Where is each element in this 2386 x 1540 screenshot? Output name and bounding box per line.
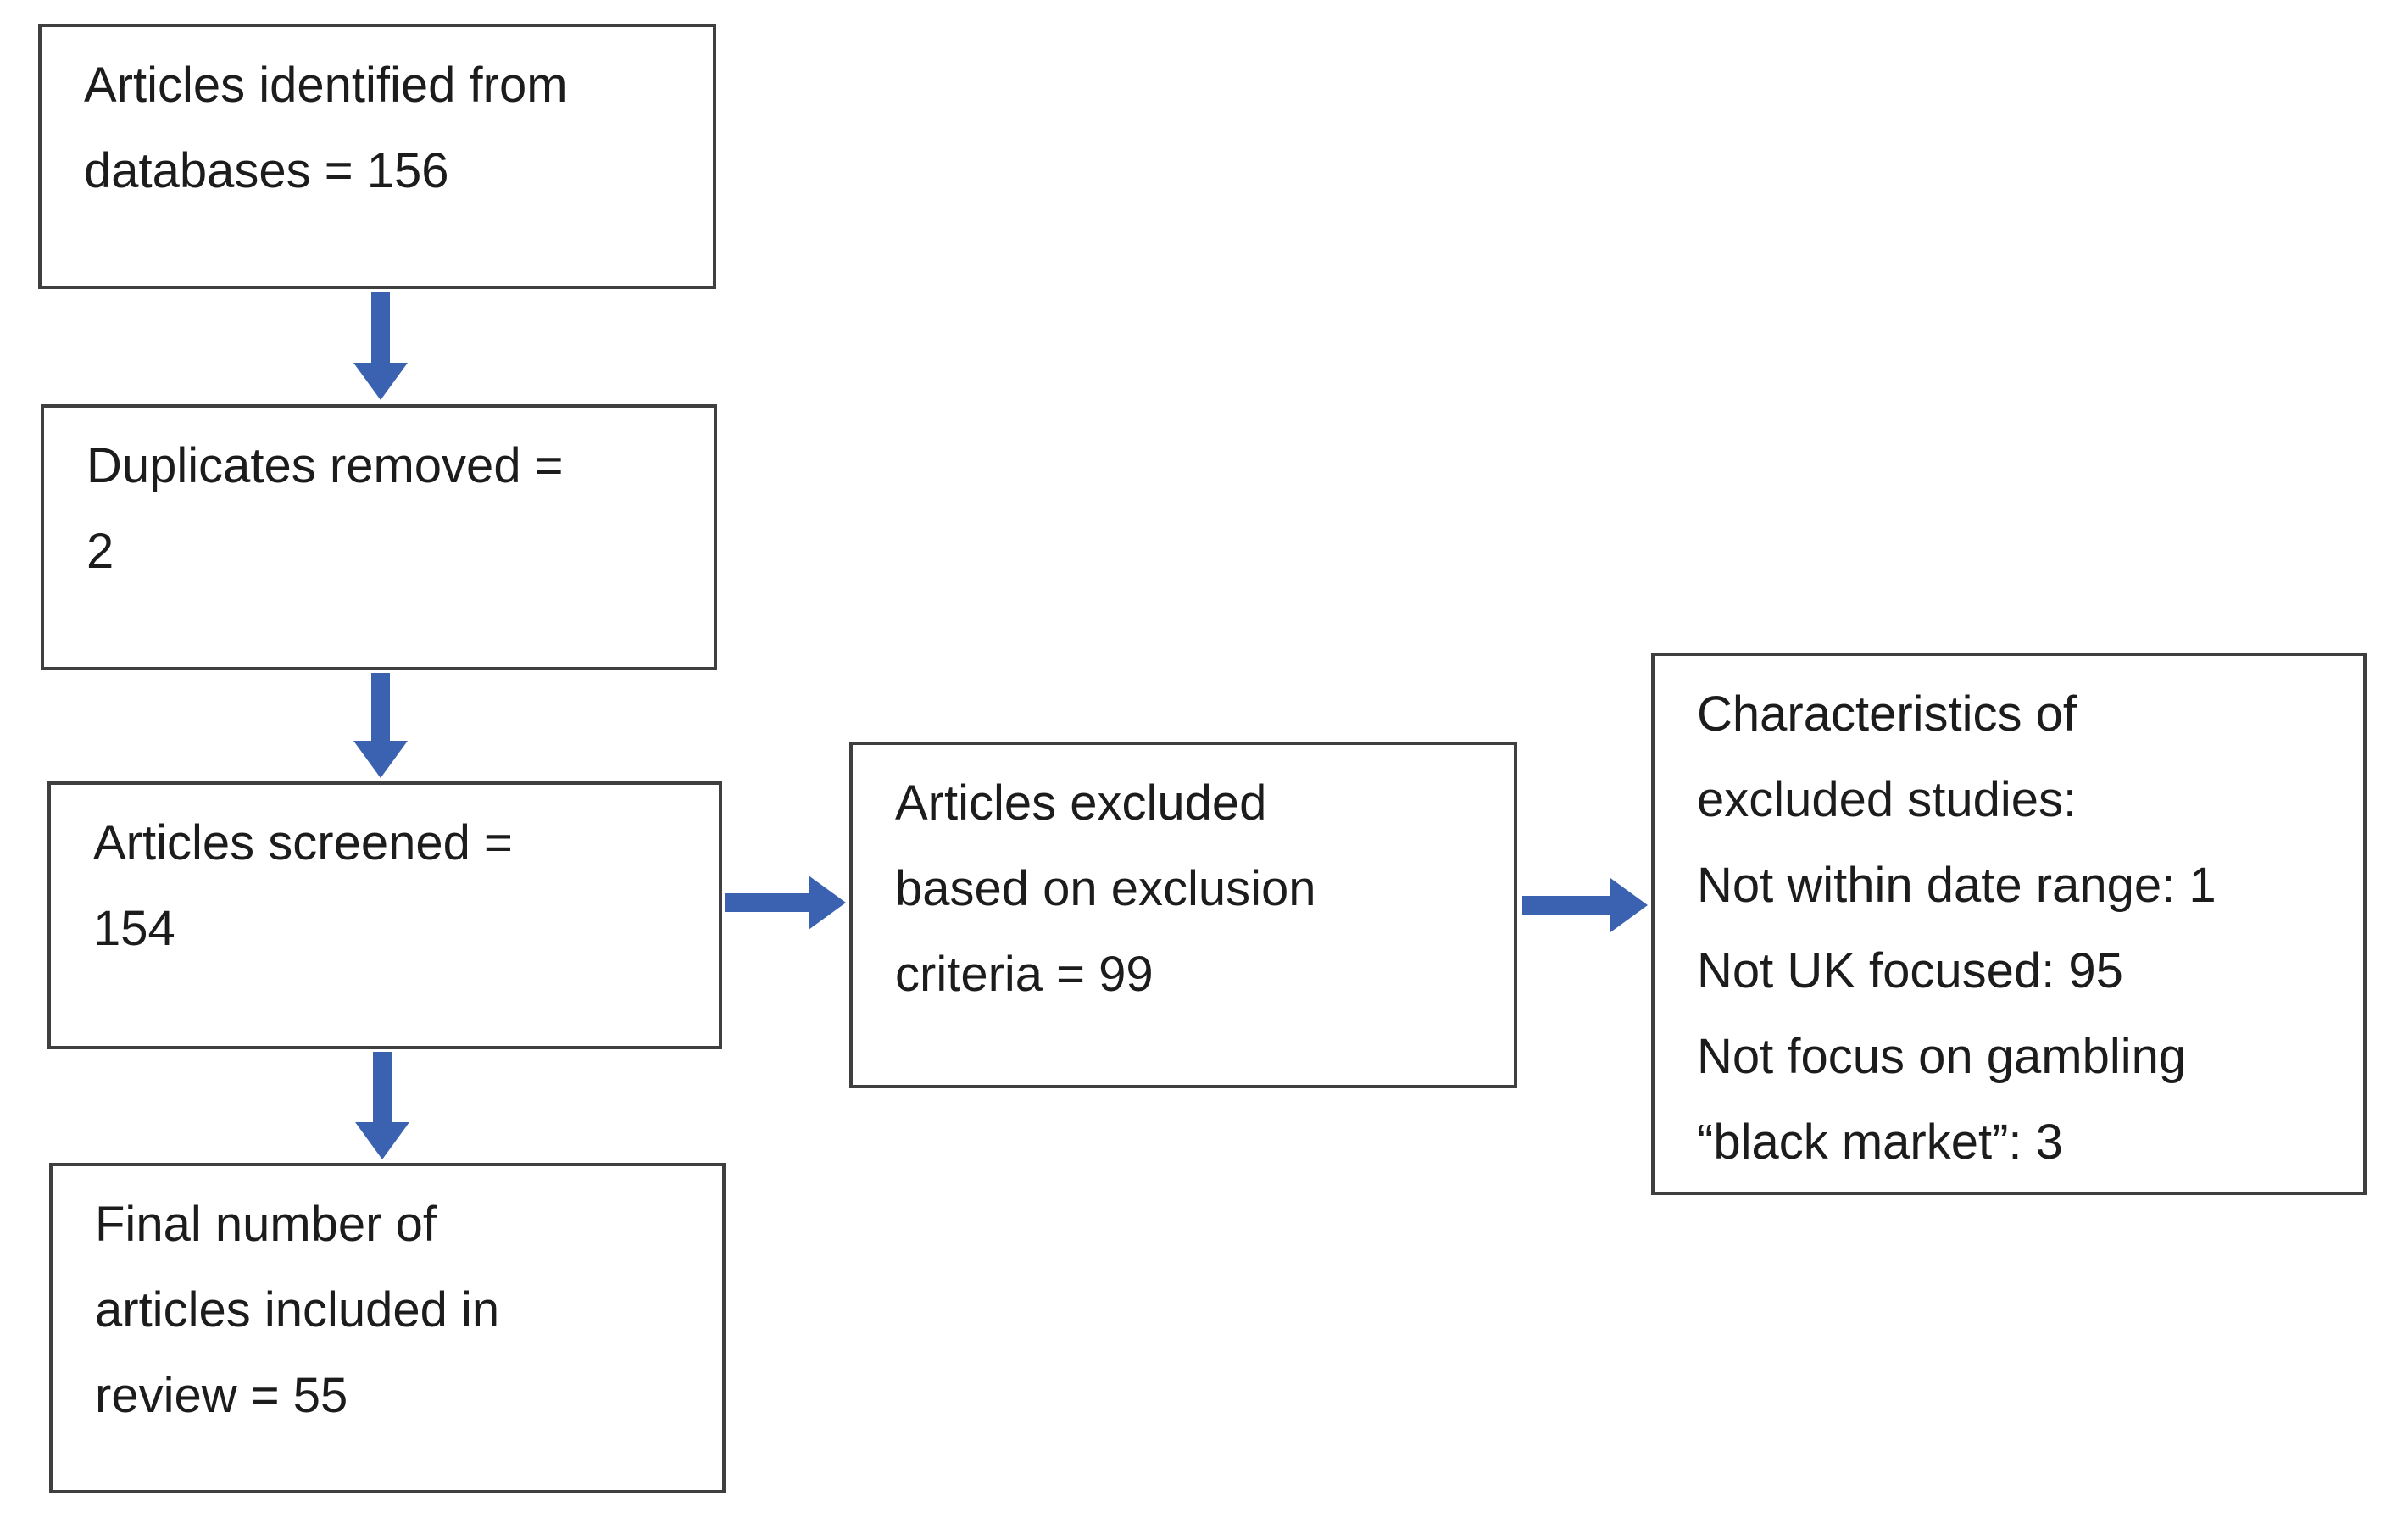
arrow-shaft	[371, 673, 390, 741]
right-arrow-icon	[725, 876, 846, 930]
arrow-head	[1610, 878, 1648, 932]
box-text-line: Final number of	[95, 1197, 437, 1252]
down-arrow-icon	[355, 1052, 409, 1159]
box-text-line: Articles screened =	[93, 815, 513, 870]
box-text-line: Characteristics of	[1697, 687, 2077, 742]
box-text-line: based on exclusion	[895, 861, 1316, 916]
box-text-line: articles included in	[95, 1282, 500, 1337]
arrow-head	[353, 363, 408, 400]
box-text-line: Articles excluded	[895, 776, 1267, 831]
box-articles-excluded: Articles excluded based on exclusion cri…	[849, 742, 1517, 1088]
box-text-line: databases = 156	[84, 143, 449, 198]
box-text-line: Duplicates removed =	[86, 438, 564, 493]
down-arrow-icon	[353, 673, 408, 778]
box-final-included: Final number of articles included in rev…	[49, 1163, 726, 1493]
box-text-line: 154	[93, 901, 175, 956]
arrow-shaft	[371, 292, 390, 363]
arrow-shaft	[373, 1052, 392, 1122]
box-text-line: “black market”: 3	[1697, 1115, 2063, 1170]
right-arrow-icon	[1522, 878, 1648, 932]
box-text-line: 2	[86, 524, 114, 579]
box-text-line: review = 55	[95, 1368, 348, 1423]
box-text-line: Not UK focused: 95	[1697, 943, 2123, 998]
arrow-shaft	[725, 893, 809, 912]
down-arrow-icon	[353, 292, 408, 400]
box-text-line: Articles identified from	[84, 58, 568, 113]
box-articles-identified: Articles identified from databases = 156	[38, 24, 716, 289]
box-text-line: excluded studies:	[1697, 772, 2077, 827]
arrow-shaft	[1522, 896, 1610, 915]
arrow-head	[353, 741, 408, 778]
box-articles-screened: Articles screened = 154	[47, 781, 722, 1049]
arrow-head	[355, 1122, 409, 1159]
arrow-head	[809, 876, 846, 930]
box-text-line: Not within date range: 1	[1697, 858, 2216, 913]
box-text-line: criteria = 99	[895, 947, 1154, 1002]
box-text-line: Not focus on gambling	[1697, 1029, 2187, 1084]
box-excluded-characteristics: Characteristics of excluded studies: Not…	[1651, 653, 2367, 1195]
box-duplicates-removed: Duplicates removed = 2	[41, 404, 717, 670]
